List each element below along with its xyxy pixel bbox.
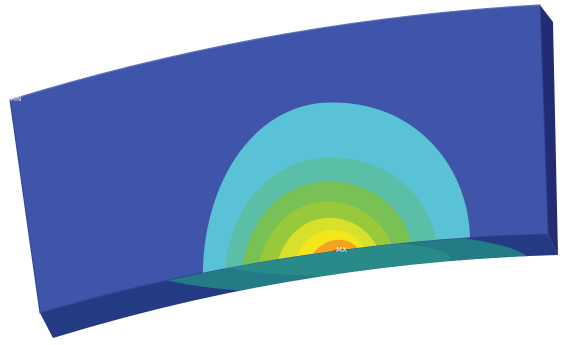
beam-top-edge: [9, 4, 541, 101]
min-label: MN: [10, 95, 21, 103]
max-label: MX: [336, 246, 347, 254]
beam-right-face: [540, 5, 558, 255]
